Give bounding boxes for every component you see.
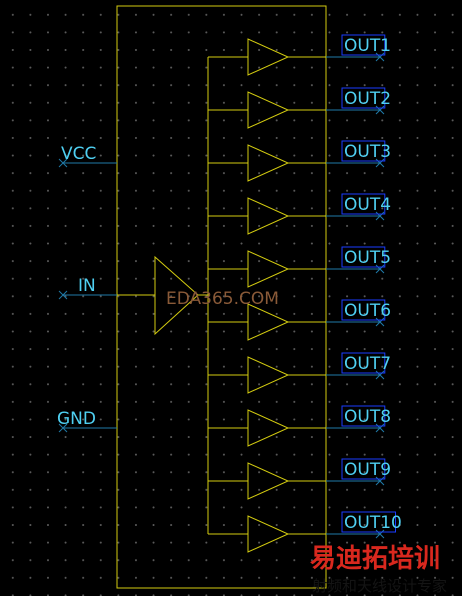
left-pin: VCC (58, 144, 117, 168)
output-pin-label-box (341, 458, 386, 480)
left-pin-label: VCC (61, 144, 96, 164)
output-pin-label-box (341, 34, 386, 56)
pin-end-marker (375, 423, 385, 433)
output-channel: OUT10 (208, 511, 402, 553)
output-pin-label-box (341, 246, 386, 268)
input-buffer-group (117, 255, 208, 336)
output-pin-label-box (341, 405, 386, 427)
output-buffer-triangle (247, 144, 290, 182)
output-pin-label: OUT2 (344, 89, 391, 109)
pin-end-marker (375, 317, 385, 327)
output-pin-label: OUT8 (344, 407, 391, 427)
output-pin-label: OUT6 (344, 301, 391, 321)
output-pin-label: OUT7 (344, 354, 391, 374)
pin-end-marker (375, 529, 385, 539)
watermark-logo-subtext: 射频和天线设计专家 (312, 577, 447, 595)
output-channel: OUT8 (208, 405, 391, 447)
output-buffer-triangle (247, 197, 290, 235)
output-channel: OUT9 (208, 458, 391, 500)
output-buffer-triangle (247, 250, 290, 288)
output-channel: OUT2 (208, 87, 391, 129)
left-pin-label: GND (57, 409, 96, 429)
pin-end-marker (375, 158, 385, 168)
output-pin-label: OUT10 (344, 513, 402, 533)
output-pin-label: OUT3 (344, 142, 391, 162)
output-pin-label-box (341, 193, 386, 215)
output-buffer-triangle (247, 303, 290, 341)
output-pin-label: OUT4 (344, 195, 391, 215)
output-buffers: OUT1OUT2OUT3OUT4OUT5OUT6OUT7OUT8OUT9OUT1… (208, 34, 402, 553)
output-channel: OUT7 (208, 352, 391, 394)
watermark-center-text: EDA365.COM (166, 289, 279, 309)
output-pin-label-box (341, 511, 396, 533)
output-pin-label-box (341, 87, 386, 109)
output-buffer-triangle (247, 38, 290, 76)
output-pin-label-box (341, 352, 386, 374)
pin-end-marker (58, 290, 68, 300)
output-buffer-triangle (247, 356, 290, 394)
output-channel: OUT1 (208, 34, 391, 76)
output-buffer-triangle (247, 462, 290, 500)
pin-end-marker (375, 264, 385, 274)
output-channel: OUT6 (208, 299, 391, 341)
output-buffer-triangle (247, 515, 290, 553)
pin-end-marker (375, 476, 385, 486)
left-pins: VCC IN GND (57, 144, 117, 433)
left-pin-label: IN (78, 276, 96, 296)
pin-end-marker (58, 158, 68, 168)
pin-end-marker (375, 52, 385, 62)
pin-end-marker (375, 370, 385, 380)
output-pin-label-box (341, 299, 386, 321)
output-pin-label: OUT5 (344, 248, 391, 268)
component-body (116, 5, 327, 589)
output-buffer-triangle (247, 91, 290, 129)
left-pin: GND (57, 409, 117, 433)
output-pin-label: OUT9 (344, 460, 391, 480)
output-buffer-triangle (247, 409, 290, 447)
output-channel: OUT3 (208, 140, 391, 182)
pin-end-marker (375, 211, 385, 221)
output-pin-label: OUT1 (344, 36, 391, 56)
output-pin-label-box (341, 140, 386, 162)
watermark: EDA365.COM 易迪拓培训 射频和天线设计专家 (166, 289, 447, 595)
output-channel: OUT5 (208, 246, 391, 288)
watermark-logo-text: 易迪拓培训 (310, 544, 440, 574)
output-channel: OUT4 (208, 193, 391, 235)
pin-end-marker (375, 105, 385, 115)
pin-end-marker (58, 423, 68, 433)
left-pin: IN (58, 276, 117, 300)
